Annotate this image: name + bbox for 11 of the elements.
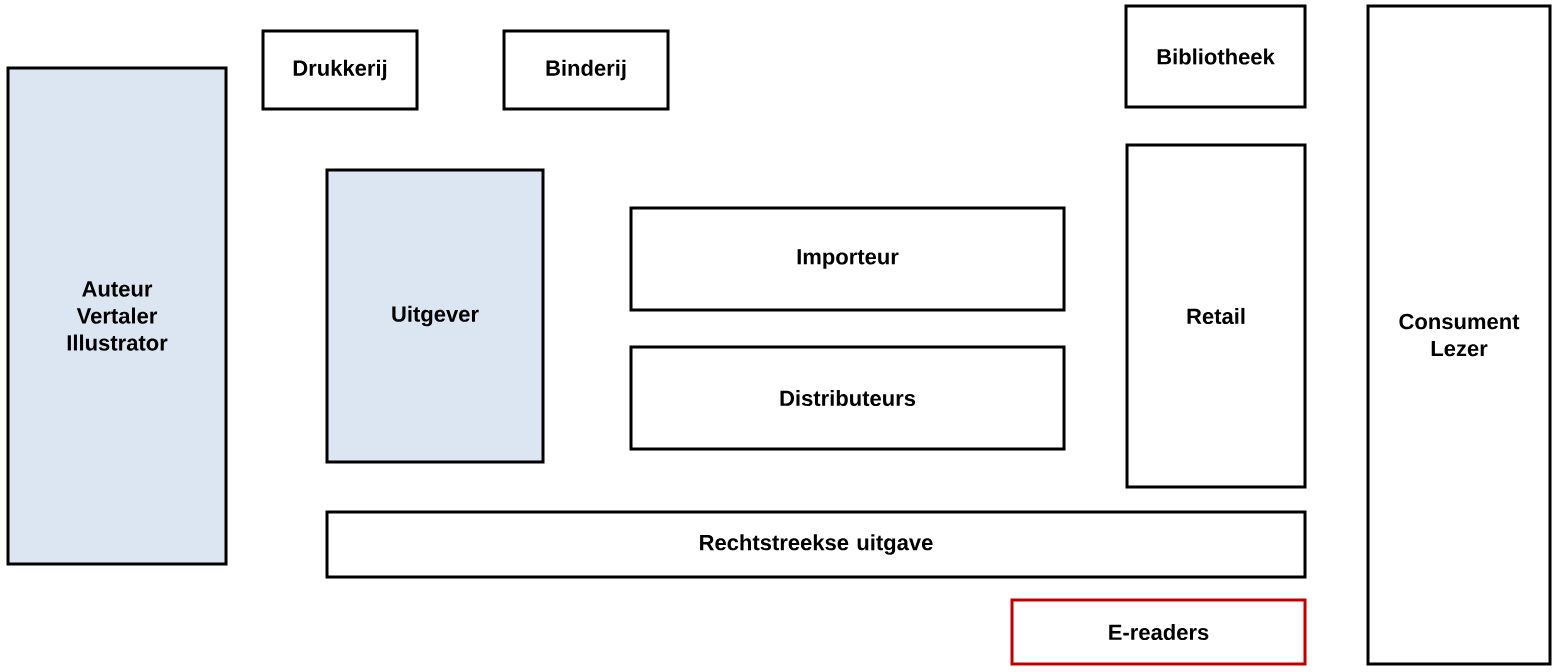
process-box: Bibliotheek: [1124, 4, 1307, 109]
process-box: Binderij: [502, 29, 670, 111]
process-box: Importeur: [629, 206, 1066, 312]
process-box: E-readers: [1010, 598, 1307, 666]
process-box: Auteur Vertaler Illustrator: [6, 66, 228, 566]
process-box: Retail: [1125, 143, 1307, 489]
process-box: Drukkerij: [261, 29, 419, 111]
process-box: Consument Lezer: [1366, 4, 1552, 666]
process-box: Distributeurs: [629, 345, 1066, 451]
process-box: Rechtstreekse uitgave: [325, 510, 1307, 579]
process-box: Uitgever: [325, 168, 545, 464]
